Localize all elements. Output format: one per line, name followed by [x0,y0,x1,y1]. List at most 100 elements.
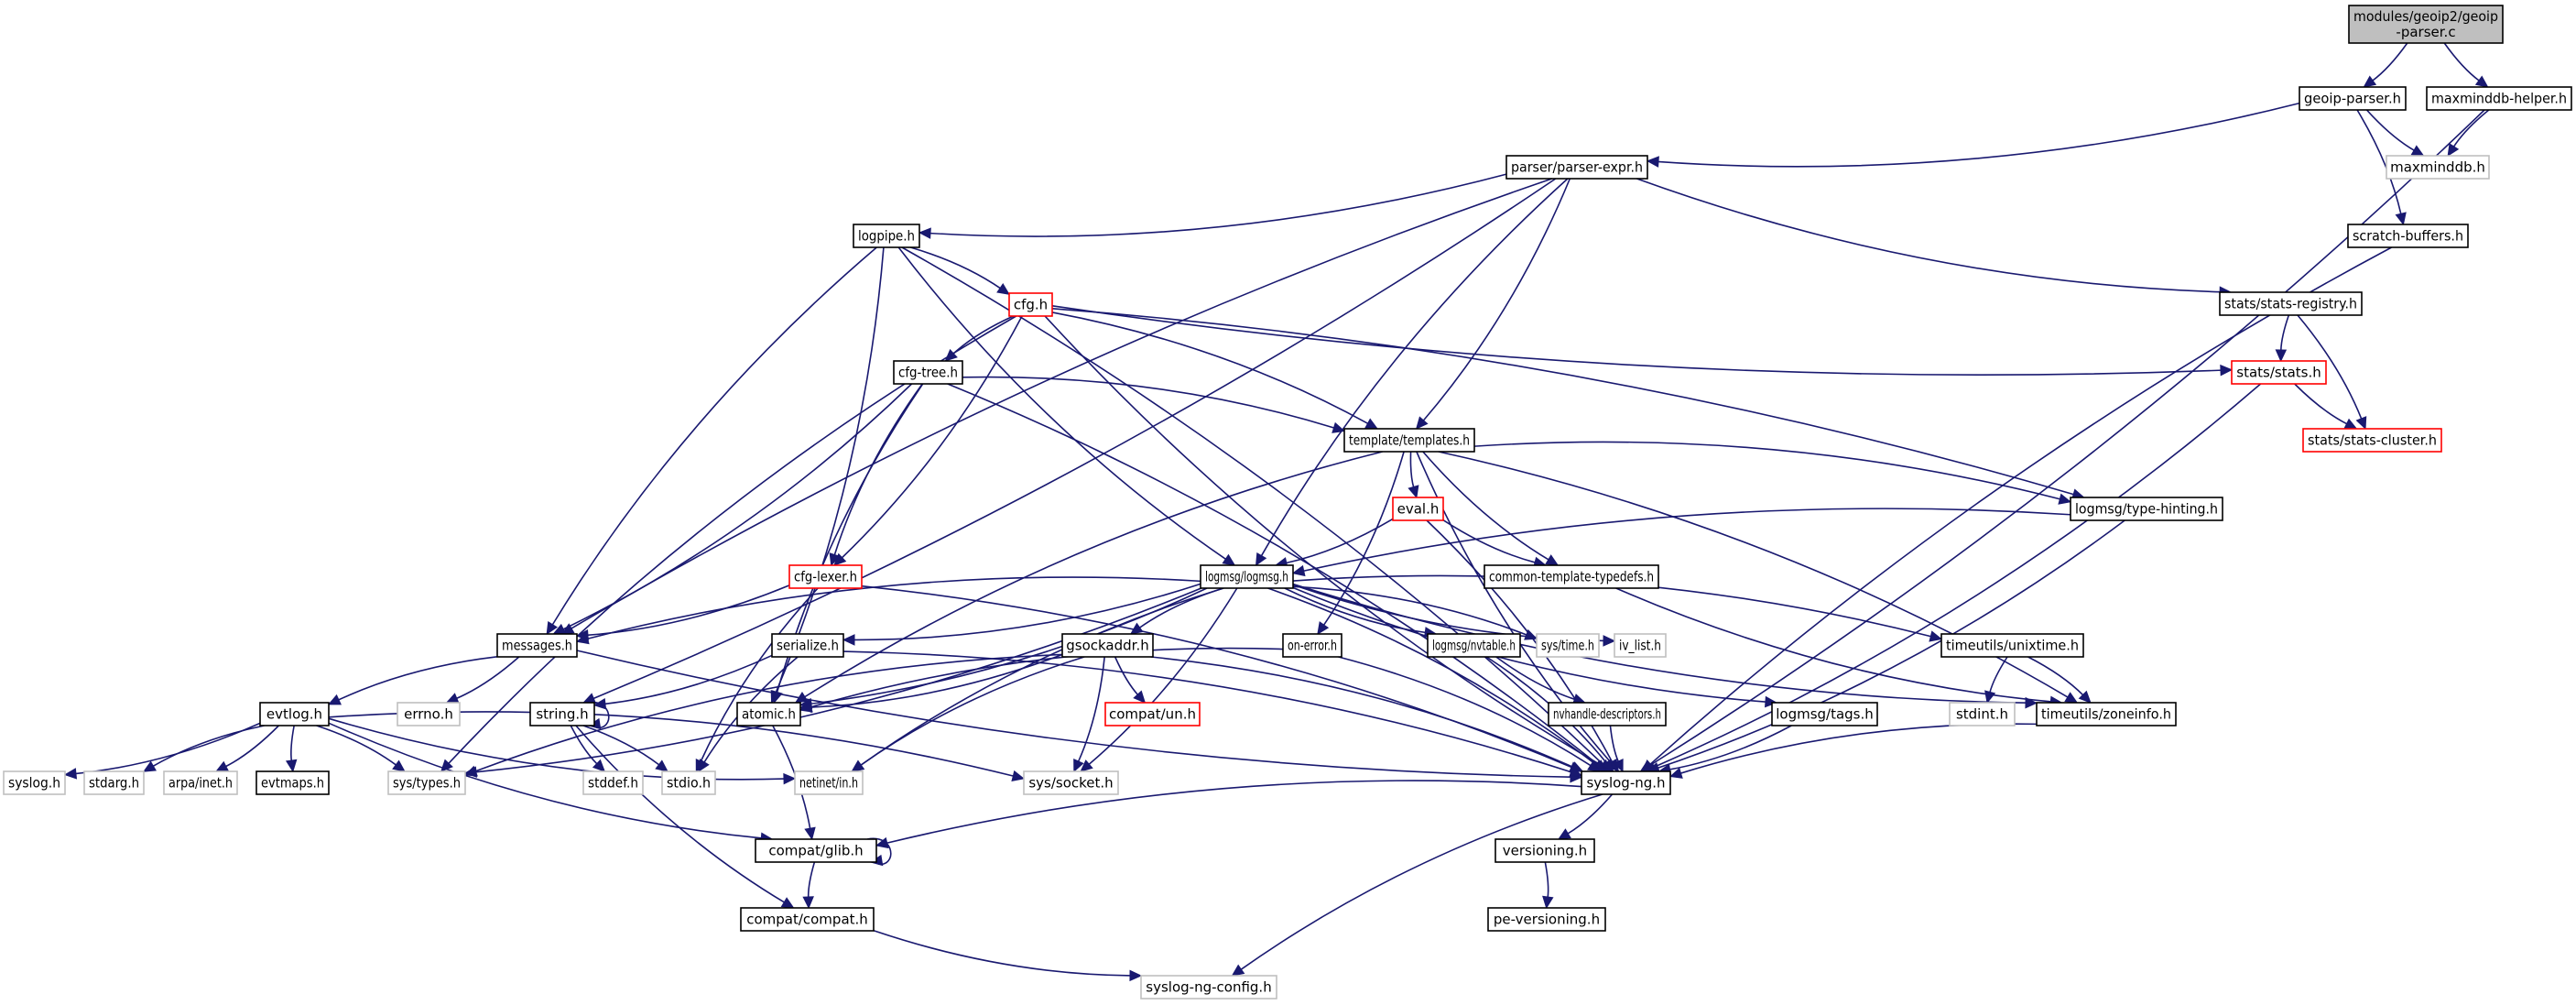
node-stdint-h[interactable]: stdint.h [1949,702,2016,726]
edge-line [897,246,1227,561]
edge-gsockaddr-h-to-sys-types-h [463,653,1063,777]
edge-cfg-tree-h-to-messages-h [552,383,913,635]
node-label: logmsg/tags.h [1776,706,1874,723]
node-root[interactable]: modules/geoip2/geoip-parser.c [2348,5,2504,44]
node-gsockaddr-h[interactable]: gsockaddr.h [1061,633,1154,658]
edge-line [1657,102,2300,168]
node-timeutils-zoneinfo-h[interactable]: timeutils/zoneinfo.h [2036,702,2177,726]
node-pe-versioning-h[interactable]: pe-versioning.h [1487,907,1606,932]
edge-line [1051,308,2075,496]
edge-line [1653,383,2262,769]
node-stats-stats-cluster-h[interactable]: stats/stats-cluster.h [2302,428,2442,453]
node-logmsg-type-hinting-h[interactable]: logmsg/type-hinting.h [2070,497,2223,521]
edge-string-h-to-stddef-h [570,725,606,772]
edge-line [337,656,498,701]
node-logmsg-nvtable-h[interactable]: logmsg/nvtable.h [1427,633,1521,658]
node-compat-un-h[interactable]: compat/un.h [1104,702,1201,726]
node-stddef-h[interactable]: stddef.h [582,770,644,795]
node-box [1061,633,1154,658]
node-syslog-ng-config-h[interactable]: syslog-ng-config.h [1140,975,1277,1000]
node-timeutils-unixtime-h[interactable]: timeutils/unixtime.h [1940,633,2084,658]
node-evtmaps-h[interactable]: evtmaps.h [255,770,330,795]
node-common-template-typedefs-h[interactable]: common-template-typedefs.h [1484,564,1659,589]
node-box [2386,155,2490,180]
node-syslog-h[interactable]: syslog.h [3,770,66,795]
arrowhead-icon [2447,143,2460,158]
node-box [1104,702,1201,726]
arrowhead-icon [1524,628,1538,640]
node-evtlog-h[interactable]: evtlog.h [259,702,330,726]
node-versioning-h[interactable]: versioning.h [1495,838,1595,863]
node-label: stddef.h [588,775,638,792]
node-compat-compat-h[interactable]: compat/compat.h [740,907,875,932]
edge-line [1338,656,1592,767]
edge-geoip-parser-h-to-parser-parser-expr-h [1646,102,2300,168]
arrowhead-icon [1646,156,1659,168]
edge-line [586,576,1201,640]
arrowhead-icon [1133,690,1147,704]
node-cfg-tree-h[interactable]: cfg-tree.h [893,360,963,385]
edge-line [1051,304,2223,376]
node-stdarg-h[interactable]: stdarg.h [83,770,145,795]
edge-line [575,725,786,904]
node-maxminddb-h[interactable]: maxminddb.h [2386,155,2490,180]
node-iv-list-h[interactable]: iv_list.h [1614,633,1667,658]
arrowhead-icon [1613,759,1624,773]
node-stats-stats-h[interactable]: stats/stats.h [2231,360,2327,385]
node-compat-glib-h[interactable]: compat/glib.h [755,838,877,863]
arrowhead-icon [2355,416,2367,431]
node-box [1581,770,1671,795]
node-sys-socket-h[interactable]: sys/socket.h [1023,770,1119,795]
node-parser-parser-expr-h[interactable]: parser/parser-expr.h [1505,155,1648,180]
edge-line [561,383,913,630]
node-box [2299,86,2407,111]
node-sys-types-h[interactable]: sys/types.h [387,770,466,795]
edge-line [551,246,877,627]
node-geoip-parser-h[interactable]: geoip-parser.h [2299,86,2407,111]
node-template-templates-h[interactable]: template/templates.h [1343,428,1475,453]
node-label: pe-versioning.h [1494,912,1600,928]
node-stdio-h[interactable]: stdio.h [661,770,716,795]
arrowhead-icon [1587,759,1601,772]
node-arpa-inet-h[interactable]: arpa/inet.h [163,770,238,795]
node-messages-h[interactable]: messages.h [496,633,578,658]
arrowhead-icon [2343,418,2358,430]
node-label: eval.h [1397,501,1440,518]
arrowhead-icon [463,765,478,777]
arrowhead-icon [1601,759,1614,772]
node-box [387,770,466,795]
node-syslog-ng-h[interactable]: syslog-ng.h [1581,770,1671,795]
edge-line [1292,583,2027,705]
node-box [1771,702,1878,726]
node-label: nvhandle-descriptors.h [1553,706,1661,723]
node-stats-stats-registry-h[interactable]: stats/stats-registry.h [2219,291,2363,316]
node-netinet-in-h[interactable]: netinet/in.h [794,770,864,795]
node-logmsg-logmsg-h[interactable]: logmsg/logmsg.h [1200,564,1294,589]
node-string-h[interactable]: string.h [529,702,595,726]
node-label: stats/stats.h [2236,365,2321,381]
node-logmsg-tags-h[interactable]: logmsg/tags.h [1771,702,1878,726]
node-on-error-h[interactable]: on-error.h [1282,633,1342,658]
edge-line [775,246,885,694]
node-box [529,702,595,726]
node-logpipe-h[interactable]: logpipe.h [853,224,920,248]
node-label: iv_list.h [1619,638,1661,655]
arrowhead-icon [1331,421,1346,433]
node-atomic-h[interactable]: atomic.h [736,702,801,726]
node-maxminddb-helper-h[interactable]: maxminddb-helper.h [2426,86,2572,111]
node-sys-time-h[interactable]: sys/time.h [1536,633,1600,658]
node-cfg-h[interactable]: cfg.h [1008,292,1053,317]
edge-versioning-h-to-pe-versioning-h [1542,861,1554,910]
edge-compat-glib-h-to-compat-compat-h [802,861,816,910]
node-serialize-h[interactable]: serialize.h [771,633,844,658]
edge-line [1114,656,1139,696]
node-nvhandle-descriptors-h[interactable]: nvhandle-descriptors.h [1548,702,1667,726]
node-scratch-buffers-h[interactable]: scratch-buffers.h [2347,224,2469,248]
edge-syslog-ng-h-to-compat-glib-h [875,780,1582,849]
node-errno-h[interactable]: errno.h [397,702,461,726]
node-eval-h[interactable]: eval.h [1392,497,1444,521]
edge-line [570,725,598,765]
edge-line [1648,109,2485,767]
edge-line [603,654,773,705]
node-cfg-lexer-h[interactable]: cfg-lexer.h [788,564,863,589]
